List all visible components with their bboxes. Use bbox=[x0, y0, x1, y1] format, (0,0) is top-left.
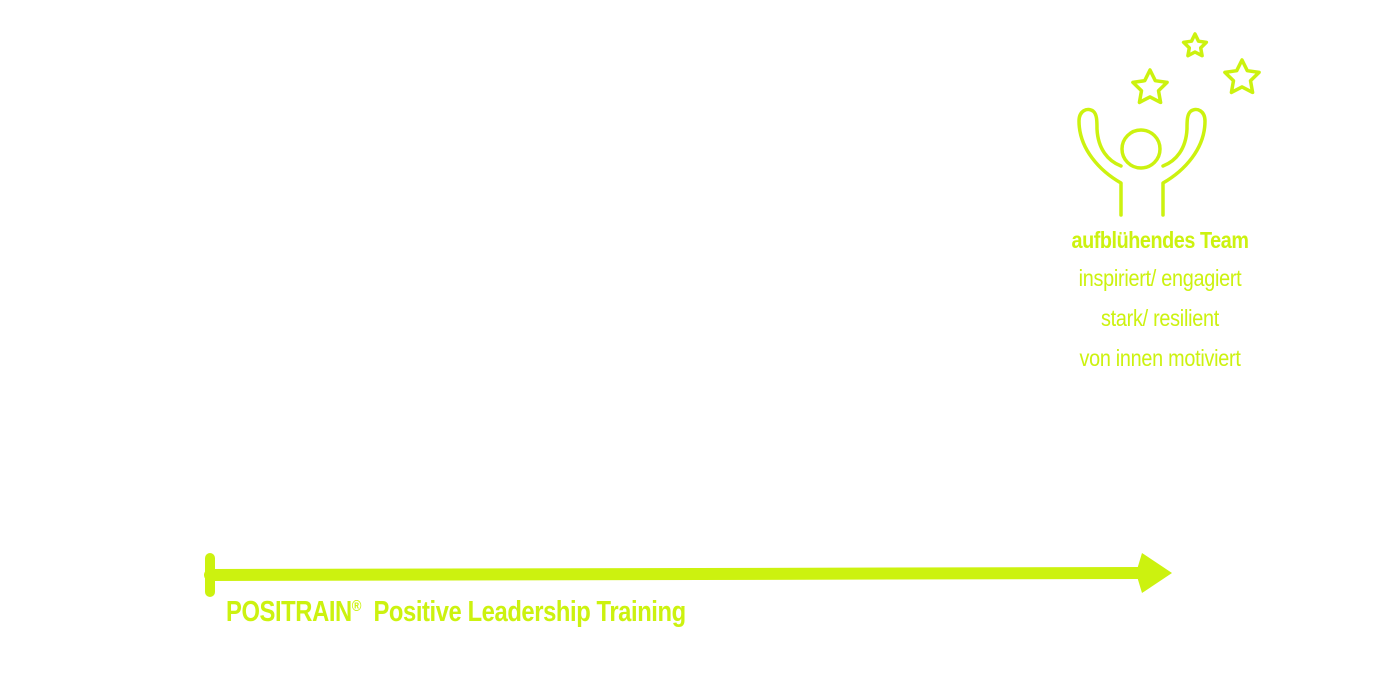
team-line-2: stark/ resilient bbox=[1101, 305, 1219, 331]
training-label: POSITRAIN® Positive Leadership Training bbox=[226, 596, 686, 629]
head-shape bbox=[1120, 128, 1162, 170]
left-arm-shape bbox=[1077, 107, 1123, 217]
registered-mark: ® bbox=[351, 598, 362, 615]
star-icon bbox=[1223, 58, 1261, 95]
team-line-3: von innen motiviert bbox=[1079, 345, 1241, 371]
brand-name: POSITRAIN bbox=[226, 596, 352, 628]
timeline-arrow-icon bbox=[204, 553, 1172, 597]
team-title: aufblühendes Team bbox=[1071, 227, 1249, 253]
right-arm-shape bbox=[1161, 107, 1207, 217]
arrow-head-icon bbox=[1136, 553, 1172, 593]
timeline-line bbox=[204, 567, 1152, 581]
team-line-1: inspiriert/ engagiert bbox=[1078, 265, 1242, 291]
training-name: Positive Leadership Training bbox=[373, 596, 686, 628]
star-icon bbox=[1181, 32, 1209, 58]
team-description: aufblühendes Team inspiriert/ engagiert … bbox=[1010, 222, 1310, 378]
cheering-person-with-stars-icon bbox=[1077, 32, 1261, 217]
star-icon bbox=[1131, 68, 1169, 105]
